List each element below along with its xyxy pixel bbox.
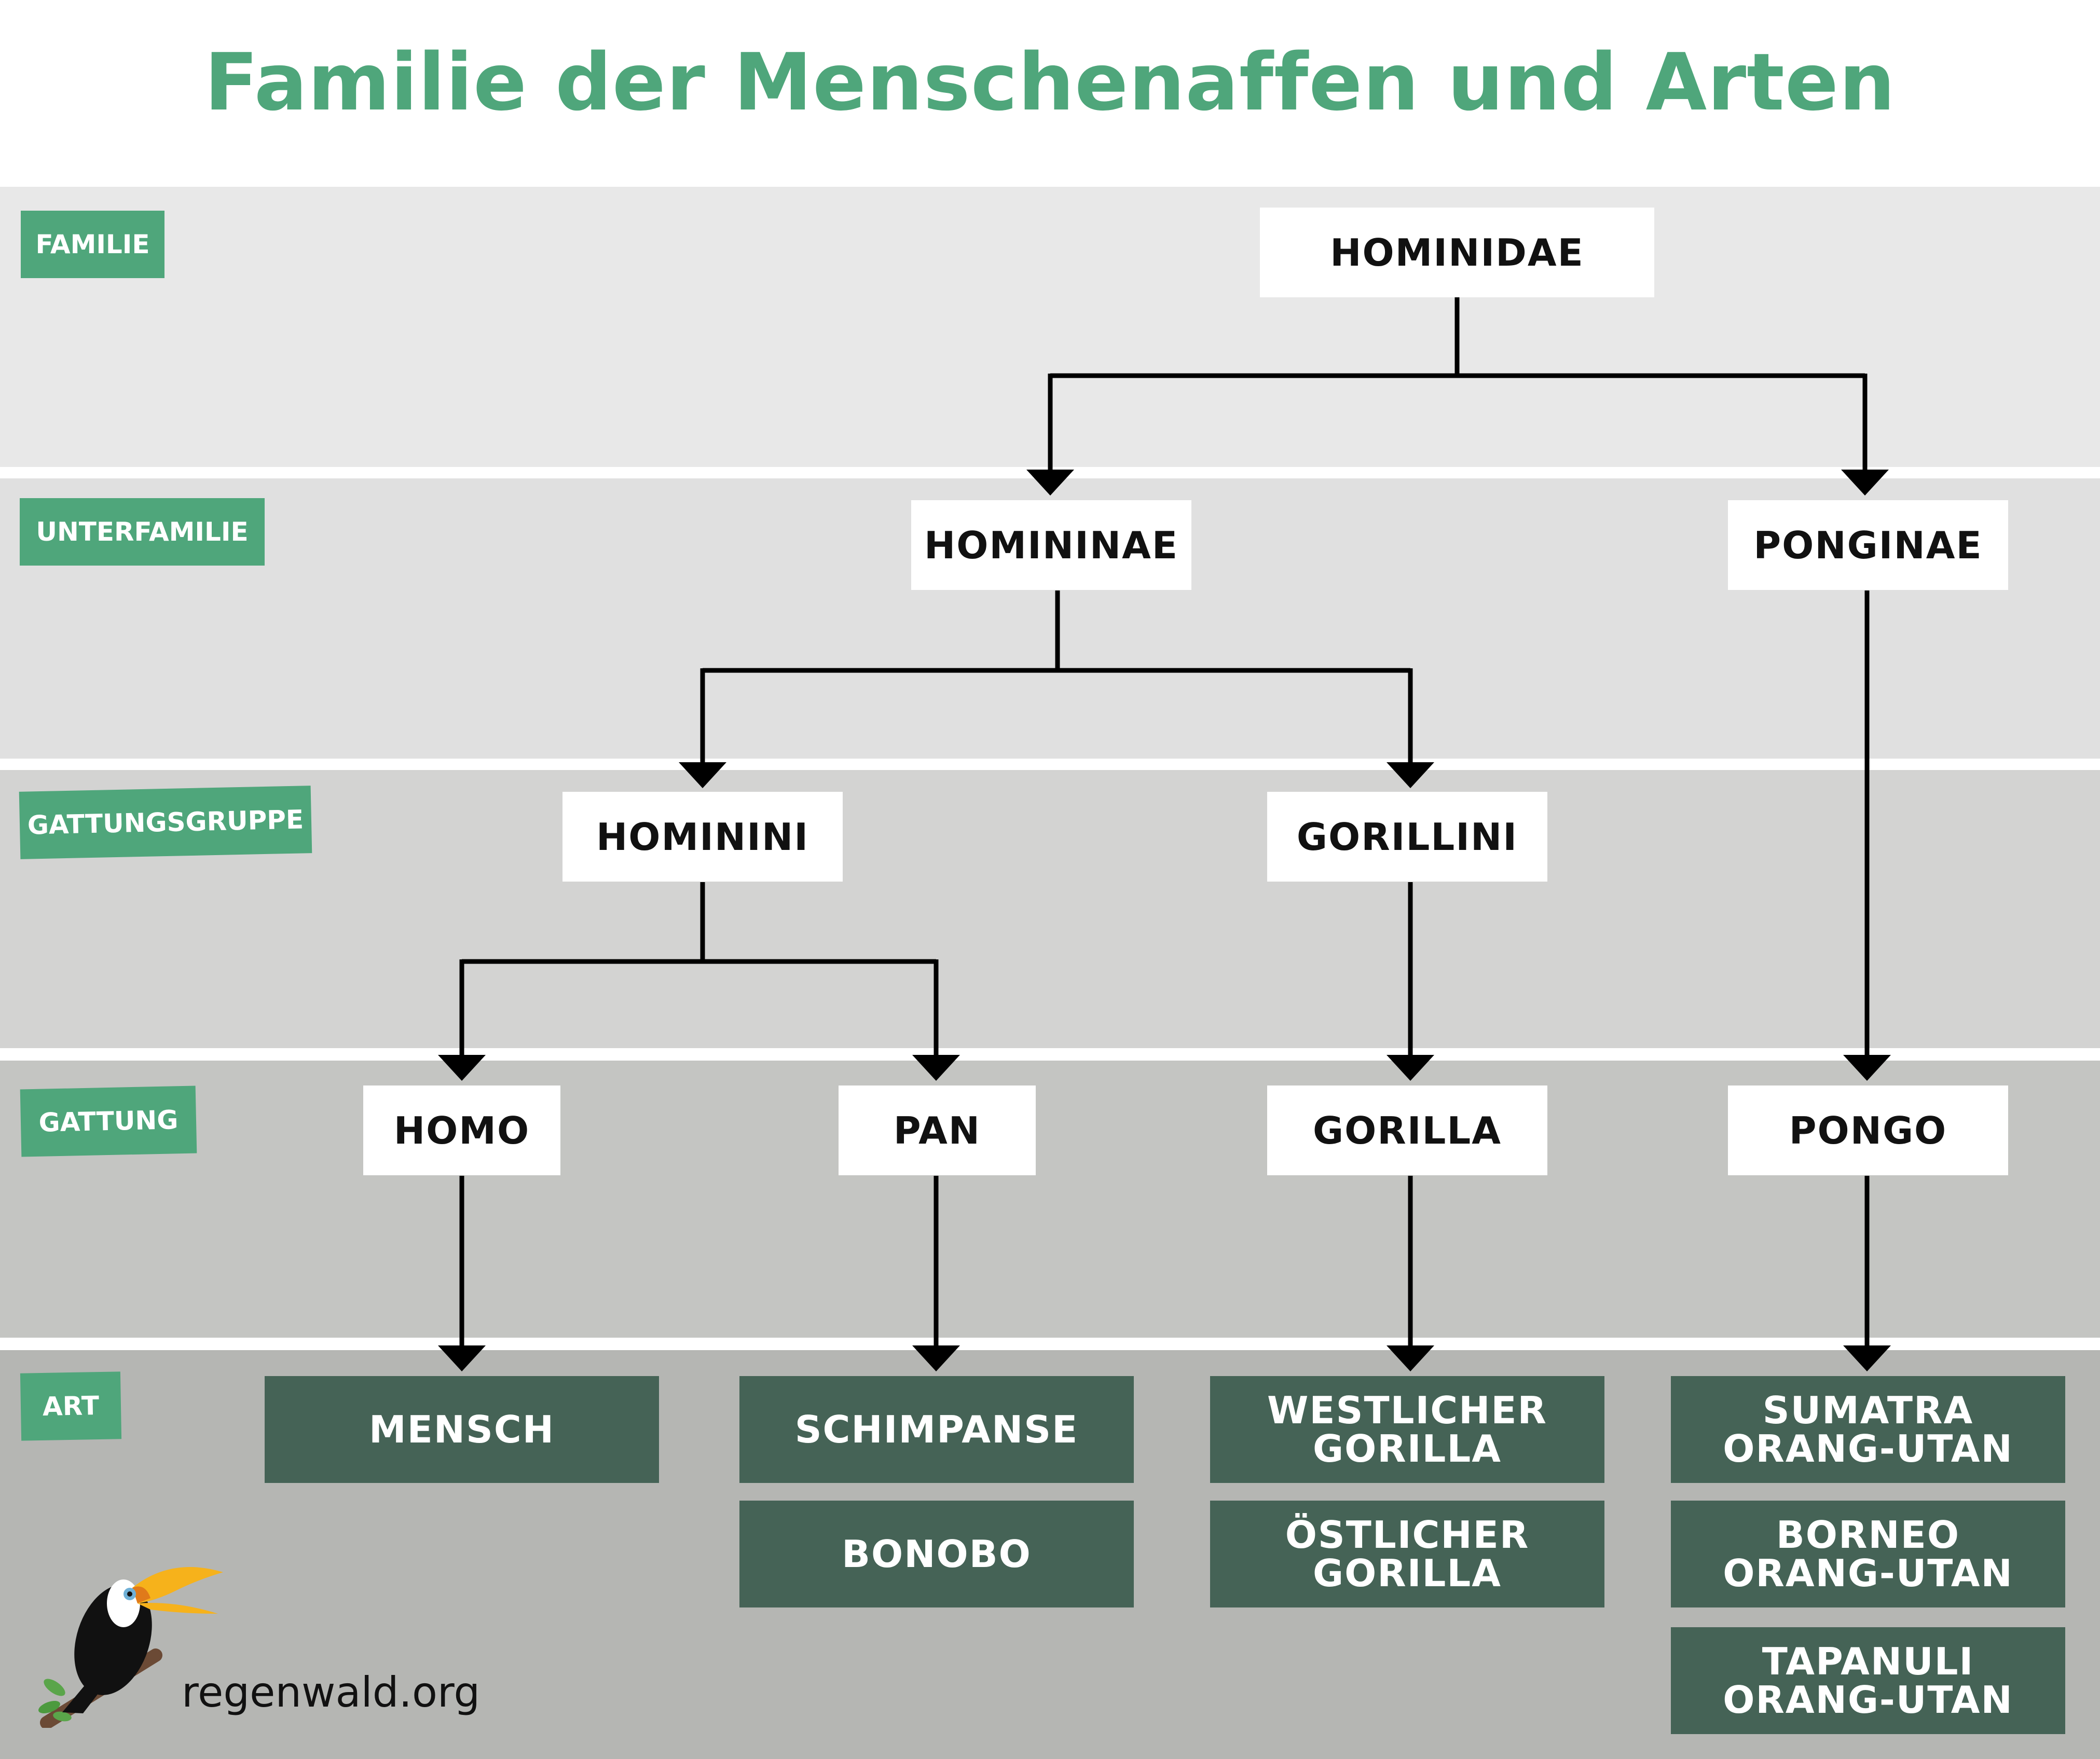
species-sumatra-orang-utan: SUMATRA ORANG-UTAN (1671, 1376, 2065, 1483)
species-oestlicher-gorilla: ÖSTLICHER GORILLA (1210, 1501, 1604, 1607)
rank-tag-unterfamilie: UNTERFAMILIE (20, 498, 265, 566)
species-borneo-orang-utan: BORNEO ORANG-UTAN (1671, 1501, 2065, 1607)
node-homo: HOMO (363, 1085, 560, 1175)
brand-name[interactable]: regenwald.org (182, 1668, 481, 1716)
species-mensch: MENSCH (265, 1376, 659, 1483)
species-schimpanse: SCHIMPANSE (739, 1376, 1134, 1483)
node-hominini: HOMININI (562, 792, 843, 882)
node-gorilla: GORILLA (1267, 1085, 1547, 1175)
page-title: Familie der Menschenaffen und Arten (204, 36, 1896, 128)
node-gorillini: GORILLINI (1267, 792, 1547, 882)
rank-tag-familie: FAMILIE (21, 211, 164, 278)
toucan-icon (38, 1567, 223, 1728)
species-tapanuli-orang-utan: TAPANULI ORANG-UTAN (1671, 1627, 2065, 1734)
node-homininae: HOMININAE (911, 500, 1191, 590)
species-westlicher-gorilla: WESTLICHER GORILLA (1210, 1376, 1604, 1483)
band-gattungsgruppe (0, 770, 2100, 1048)
node-pan: PAN (839, 1085, 1036, 1175)
node-hominidae: HOMINIDAE (1260, 208, 1654, 297)
node-ponginae: PONGINAE (1728, 500, 2008, 590)
node-pongo: PONGO (1728, 1085, 2008, 1175)
species-bonobo: BONOBO (739, 1501, 1134, 1607)
